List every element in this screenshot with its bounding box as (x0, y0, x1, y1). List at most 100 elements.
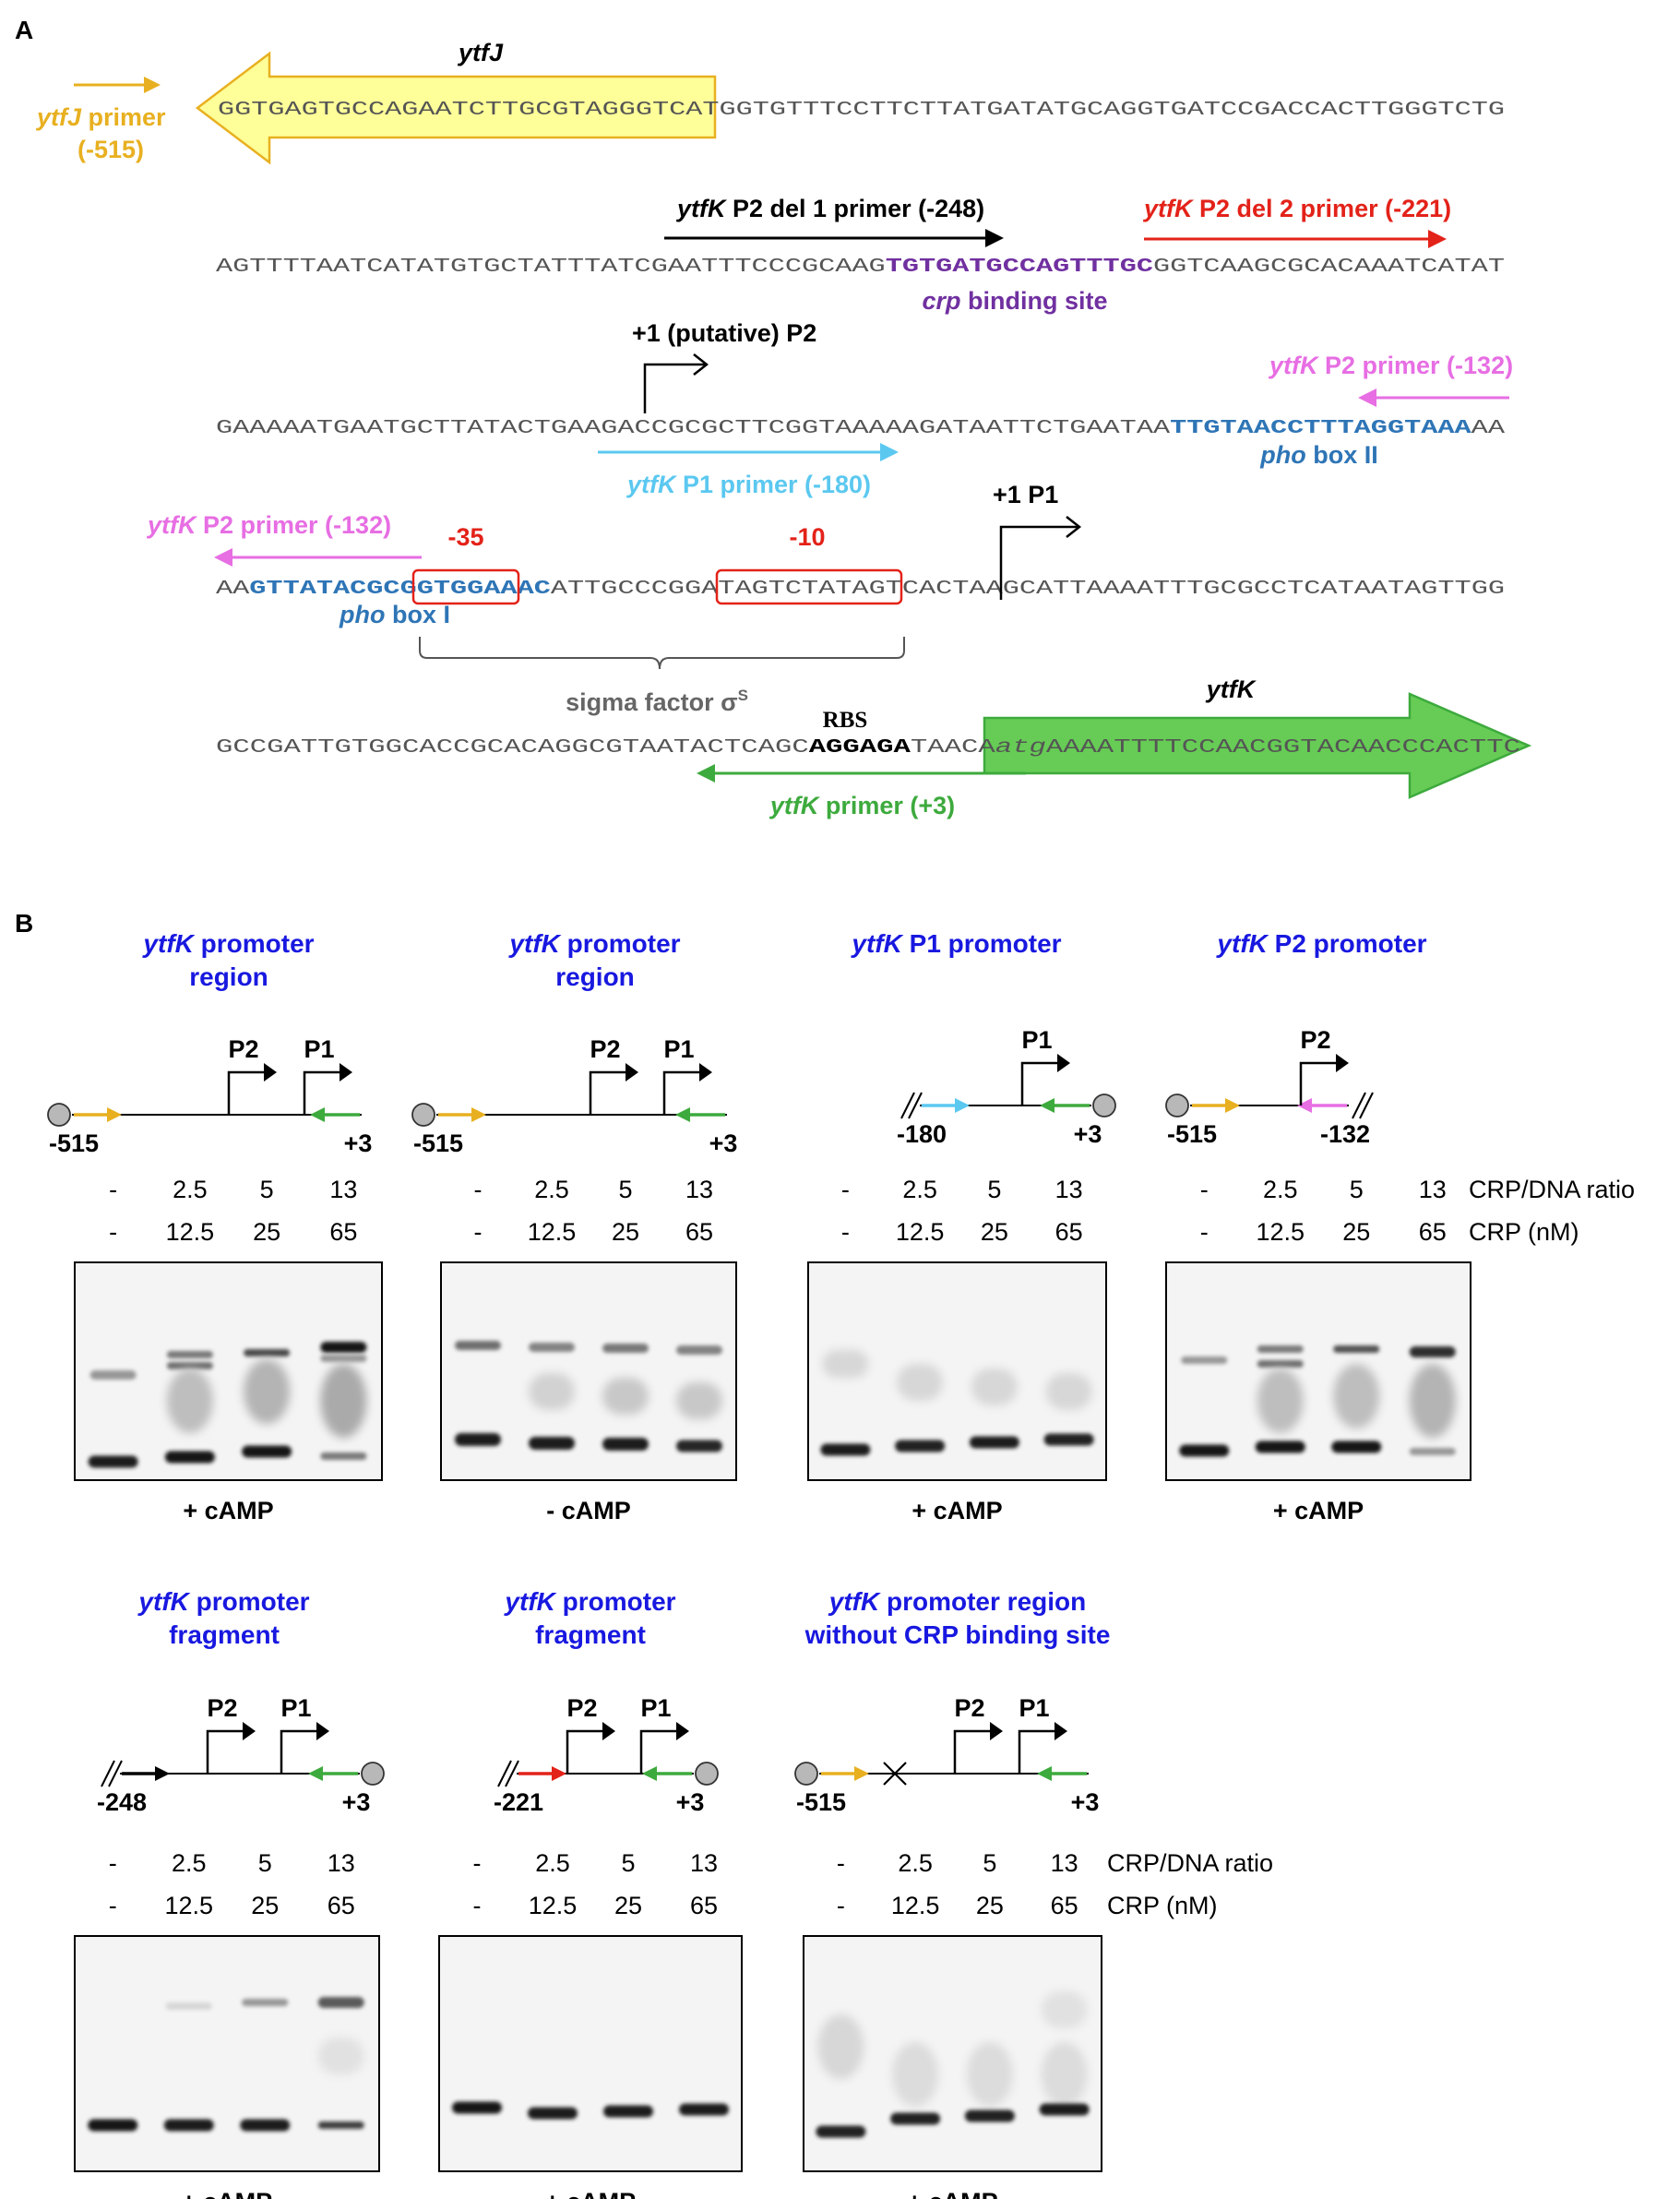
p1-primer-arrow (598, 443, 899, 461)
gel-image (438, 1935, 743, 2172)
panel-title: ytfK P2 promoter (1215, 929, 1426, 958)
right-position-label: -132 (1320, 1120, 1370, 1148)
arrowhead (308, 1766, 323, 1781)
camp-condition-label: + cAMP (183, 1497, 273, 1524)
sequence-segment: GGTGAGTGCCAGAATCTTGCGTAGGGTCAT (218, 99, 720, 121)
ratio-value: 13 (685, 1176, 713, 1203)
arrowhead (955, 1098, 970, 1113)
gel-band (1041, 2042, 1088, 2107)
tss-label: P2 (566, 1694, 597, 1722)
gel-band (163, 2119, 214, 2132)
gel-band (165, 2002, 212, 2010)
crp-concentration-value: - (473, 1892, 482, 1919)
panel-b-letter: B (15, 909, 33, 938)
tss-arrowhead (340, 1063, 352, 1082)
panel-title-gene: ytfK (507, 929, 561, 958)
right-position-label: +3 (1071, 1788, 1100, 1816)
gel-band (529, 1437, 575, 1450)
p1-tss-label: +1 P1 (993, 481, 1058, 508)
crp-concentration-value: 65 (1419, 1218, 1447, 1246)
ratio-value: - (841, 1176, 850, 1203)
gel-band (816, 2125, 866, 2138)
ytfj-gene-label: ytfJ (457, 39, 504, 66)
panel-title-gene: ytfK (137, 1587, 190, 1616)
tss-arrowhead (626, 1063, 638, 1082)
gel-band (529, 1373, 575, 1410)
sequence-segment: GGTGTTTCCTTCTTATGATATGCAGGTGATCCGACCACTT… (720, 99, 1505, 121)
arrowhead (854, 1766, 869, 1781)
panel-title-line2: region (555, 962, 635, 991)
ratio-value: 2.5 (902, 1176, 937, 1203)
ytfj-primer-arrow (74, 77, 161, 93)
gel-band (88, 2119, 138, 2132)
sequence-row-2: AGTTTTAATCATATGTGCTATTTATCGAATTTCCCGCAAG… (216, 256, 1505, 278)
gel-band (971, 1368, 1018, 1405)
gel-band (1331, 1440, 1382, 1453)
label-marker (695, 1762, 719, 1786)
panel-title: ytfK promoter region (828, 1587, 1086, 1616)
tss-arrow (953, 1729, 995, 1774)
break-mark (900, 1092, 915, 1119)
tss-label: P1 (304, 1035, 334, 1063)
tss-arrow (639, 1729, 682, 1774)
ratio-value: 2.5 (172, 1849, 207, 1877)
tss-label: P1 (663, 1035, 694, 1063)
gel-band (676, 1382, 722, 1419)
left-position-label: -221 (494, 1788, 543, 1816)
arrowhead (1037, 1766, 1052, 1781)
del1-primer-label: ytfK P2 del 1 primer (-248) (675, 195, 984, 222)
left-position-label: -515 (413, 1129, 463, 1157)
ratio-value: 13 (328, 1849, 355, 1877)
gel-band (1181, 1356, 1228, 1364)
ratio-value: 2.5 (534, 1176, 569, 1203)
gel-band (1045, 1373, 1092, 1410)
minus35-box (411, 568, 520, 605)
crp-concentration-value: - (1200, 1218, 1209, 1246)
tss-label: P1 (280, 1694, 311, 1722)
crp-concentration-value: 12.5 (166, 1218, 215, 1246)
tss-label: P2 (228, 1035, 258, 1063)
ratio-value: 2.5 (1263, 1176, 1298, 1203)
label-marker (47, 1103, 71, 1127)
minus10-box (715, 568, 903, 605)
gel-band (320, 1364, 367, 1438)
break-mark (505, 1760, 519, 1787)
p2-primer-arrow-top (1358, 388, 1509, 407)
crp-concentration-value: 12.5 (891, 1892, 940, 1919)
gel-band (1257, 1368, 1304, 1433)
sequence-segment: GAAAAATGAATGCTTATACTGAAGACCGCGCTTCGGTAAA… (216, 417, 1170, 439)
gel-band (603, 2105, 653, 2118)
panel-title: ytfK promoter (137, 1587, 309, 1616)
gel-band (676, 1440, 722, 1452)
label-marker (1092, 1094, 1116, 1117)
ratio-value: 5 (983, 1849, 996, 1877)
tss-arrow (280, 1729, 322, 1774)
camp-condition-label: + cAMP (545, 2188, 636, 2199)
arrowhead (642, 1766, 657, 1781)
left-position-label: -515 (49, 1129, 99, 1157)
ytfk-primer-label: ytfK primer (+3) (769, 792, 955, 819)
sequence-segment: AA (1471, 417, 1506, 439)
ytfk-gene-label: ytfK (1205, 675, 1257, 703)
panel-title-gene: ytfK (503, 1587, 556, 1616)
gel-band (242, 1445, 292, 1458)
arrowhead (552, 1766, 566, 1781)
gel-band (529, 1343, 575, 1352)
gel-band (317, 2121, 364, 2129)
gel-band (244, 1359, 291, 1424)
ytfj-primer-label: ytfJ primer (35, 103, 166, 131)
ratio-value: - (1200, 1176, 1209, 1203)
tss-arrow (227, 1070, 269, 1115)
gel-band (240, 2119, 291, 2132)
sigma-brace (419, 637, 905, 670)
rbs-label: RBS (823, 708, 868, 733)
crp-concentration-value: - (474, 1218, 483, 1246)
ratio-value: - (109, 1176, 117, 1203)
sequence-segment: AA (216, 578, 250, 600)
